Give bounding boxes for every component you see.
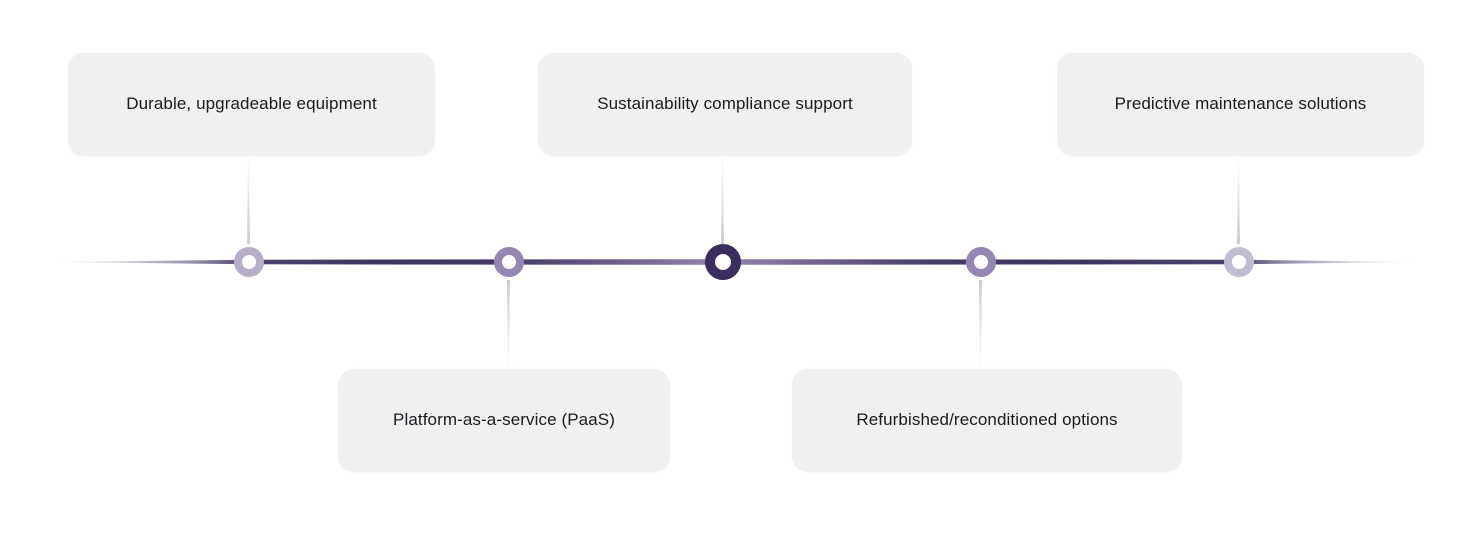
timeline-card: Refurbished/reconditioned options <box>792 368 1182 472</box>
timeline-node <box>1224 247 1254 277</box>
timeline-node-emphasized <box>705 244 741 280</box>
timeline-node <box>234 247 264 277</box>
timeline-node <box>966 247 996 277</box>
connector-line <box>979 280 982 366</box>
timeline-card: Durable, upgradeable equipment <box>68 52 435 156</box>
timeline-card-label: Predictive maintenance solutions <box>1114 93 1367 113</box>
connector-line <box>1237 158 1240 244</box>
timeline-card: Sustainability compliance support <box>538 52 912 156</box>
connector-line <box>721 158 724 244</box>
timeline-card: Platform-as-a-service (PaaS) <box>338 368 670 472</box>
connector-line <box>507 280 510 366</box>
timeline-node <box>494 247 524 277</box>
connector-line <box>247 158 250 244</box>
timeline-card-label: Durable, upgradeable equipment <box>126 93 377 113</box>
timeline-card-label: Refurbished/reconditioned options <box>856 409 1118 429</box>
timeline-card-label: Platform-as-a-service (PaaS) <box>393 409 615 429</box>
timeline-card: Predictive maintenance solutions <box>1057 52 1424 156</box>
timeline-card-label: Sustainability compliance support <box>597 93 853 113</box>
